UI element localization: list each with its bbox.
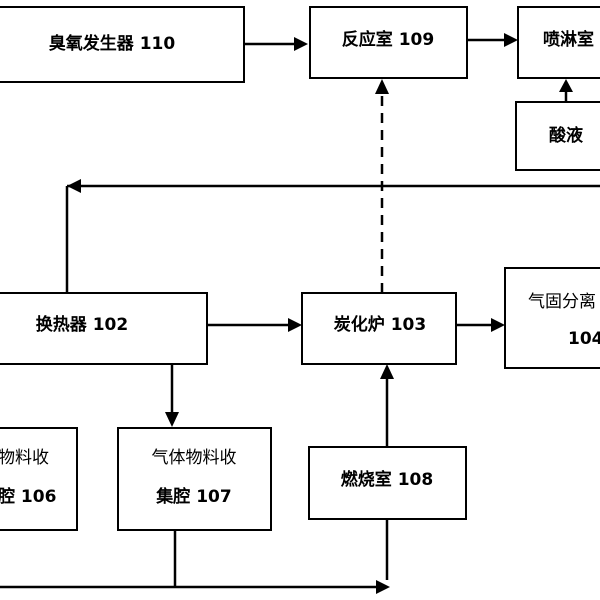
combustion-chamber-node: 燃烧室 108 <box>308 446 467 520</box>
carbonization-furnace-label: 炭化炉 103 <box>334 314 426 335</box>
arrow-acid-to-spray <box>559 79 573 102</box>
arrow-combustion-to-furnace <box>380 364 394 447</box>
arrow-return-to-top-line <box>65 179 600 293</box>
gas-collection-label-line2: 集腔 107 <box>155 486 231 507</box>
spray-chamber-node: 喷淋室 <box>517 6 600 79</box>
ozone-generator-node: 臭氧发生器 110 <box>0 6 245 83</box>
solid-collection-label-line2: 腔 106 <box>0 486 56 507</box>
solid-collection-node: 物料收 腔 106 <box>0 427 78 531</box>
heat-exchanger-node: 换热器 102 <box>0 292 208 365</box>
combustion-chamber-label: 燃烧室 108 <box>341 469 433 490</box>
gas-solid-separator-label-line1: 气固分离 <box>528 292 596 312</box>
carbonization-furnace-node: 炭化炉 103 <box>301 292 457 365</box>
acid-liquid-label: 酸液 <box>549 125 583 146</box>
arrow-furnace-to-separator <box>456 318 505 332</box>
arrow-ozone-to-reaction <box>244 37 308 51</box>
arrow-reaction-to-spray <box>467 33 518 47</box>
spray-chamber-label: 喷淋室 <box>543 29 594 50</box>
gas-collection-label-line1: 气体物料收 <box>152 448 237 468</box>
acid-liquid-node: 酸液 <box>515 101 600 171</box>
solid-collection-label-line1: 物料收 <box>0 448 49 468</box>
reaction-chamber-node: 反应室 109 <box>309 6 468 79</box>
gas-solid-separator-node: 气固分离 104 <box>504 267 600 369</box>
arrow-collections-to-combustion <box>0 519 390 594</box>
arrow-heat-to-gas-collection <box>165 364 179 427</box>
arrow-heat-to-furnace <box>207 318 302 332</box>
gas-solid-separator-label-line2: 104 <box>568 329 600 349</box>
heat-exchanger-label: 换热器 102 <box>36 314 128 335</box>
gas-collection-node: 气体物料收 集腔 107 <box>117 427 272 531</box>
dashed-arrow-furnace-to-reaction <box>375 79 389 293</box>
ozone-generator-label: 臭氧发生器 110 <box>49 33 176 54</box>
reaction-chamber-label: 反应室 109 <box>342 29 434 50</box>
